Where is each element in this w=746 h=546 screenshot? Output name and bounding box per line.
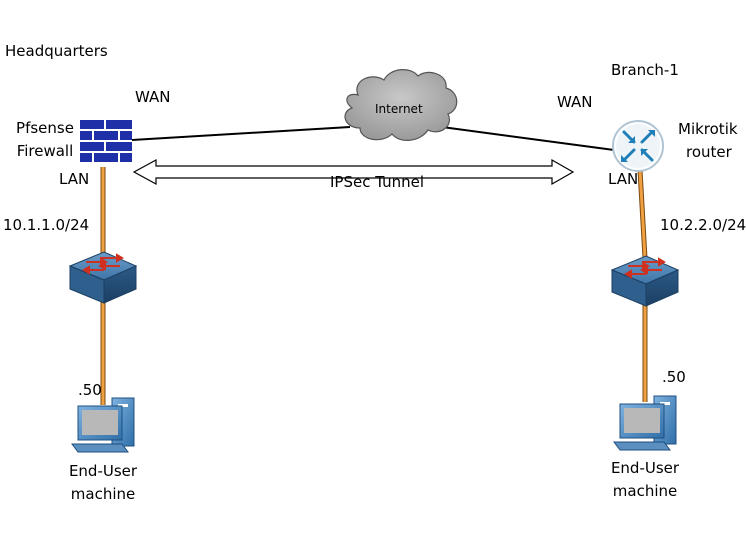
branch-host-label-line1: End-User: [610, 459, 680, 477]
branch-wan-label: WAN: [557, 93, 593, 111]
tunnel-label: IPSec Tunnel: [330, 173, 425, 191]
branch-lan-label: LAN: [608, 170, 639, 188]
hq-host-label-line2: machine: [70, 485, 136, 503]
hq-site-label: Headquarters: [5, 42, 108, 60]
branch-wan-link: [441, 126, 615, 151]
switch-icon: [610, 255, 680, 307]
network-diagram: [68, 69, 680, 453]
firewall-label: Pfsense Firewall: [12, 117, 78, 163]
branch-subnet-label: 10.2.2.0/24: [660, 216, 746, 234]
hq-host-label: End-User machine: [58, 460, 148, 506]
router-icon: [612, 120, 664, 172]
ipsec-tunnel-arrow: [132, 158, 575, 186]
hq-wan-label: WAN: [135, 88, 171, 106]
hq-host-label-line1: End-User: [68, 462, 138, 480]
branch-site-label: Branch-1: [611, 61, 679, 79]
router-label: Mikrotik router: [678, 118, 738, 164]
hq-wan-link: [131, 126, 351, 141]
pc-icon: [71, 397, 135, 453]
hq-lan-label: LAN: [59, 170, 90, 188]
hq-host-ip-label: .50: [78, 381, 102, 399]
pc-icon: [613, 395, 677, 451]
switch-icon: [68, 251, 138, 304]
firewall-label-line1: Pfsense: [16, 119, 74, 137]
router-label-line2: router: [686, 143, 732, 161]
branch-lan-cables: [637, 169, 648, 402]
branch-host-label-line2: machine: [612, 482, 678, 500]
firewall-icon: [80, 120, 132, 166]
branch-host-ip-label: .50: [662, 368, 686, 386]
internet-label: Internet: [375, 102, 423, 116]
hq-subnet-label: 10.1.1.0/24: [3, 216, 90, 234]
branch-host-label: End-User machine: [600, 457, 690, 503]
firewall-label-line2: Firewall: [16, 142, 74, 160]
cloud-icon: [344, 69, 458, 141]
router-label-line1: Mikrotik: [678, 120, 738, 138]
